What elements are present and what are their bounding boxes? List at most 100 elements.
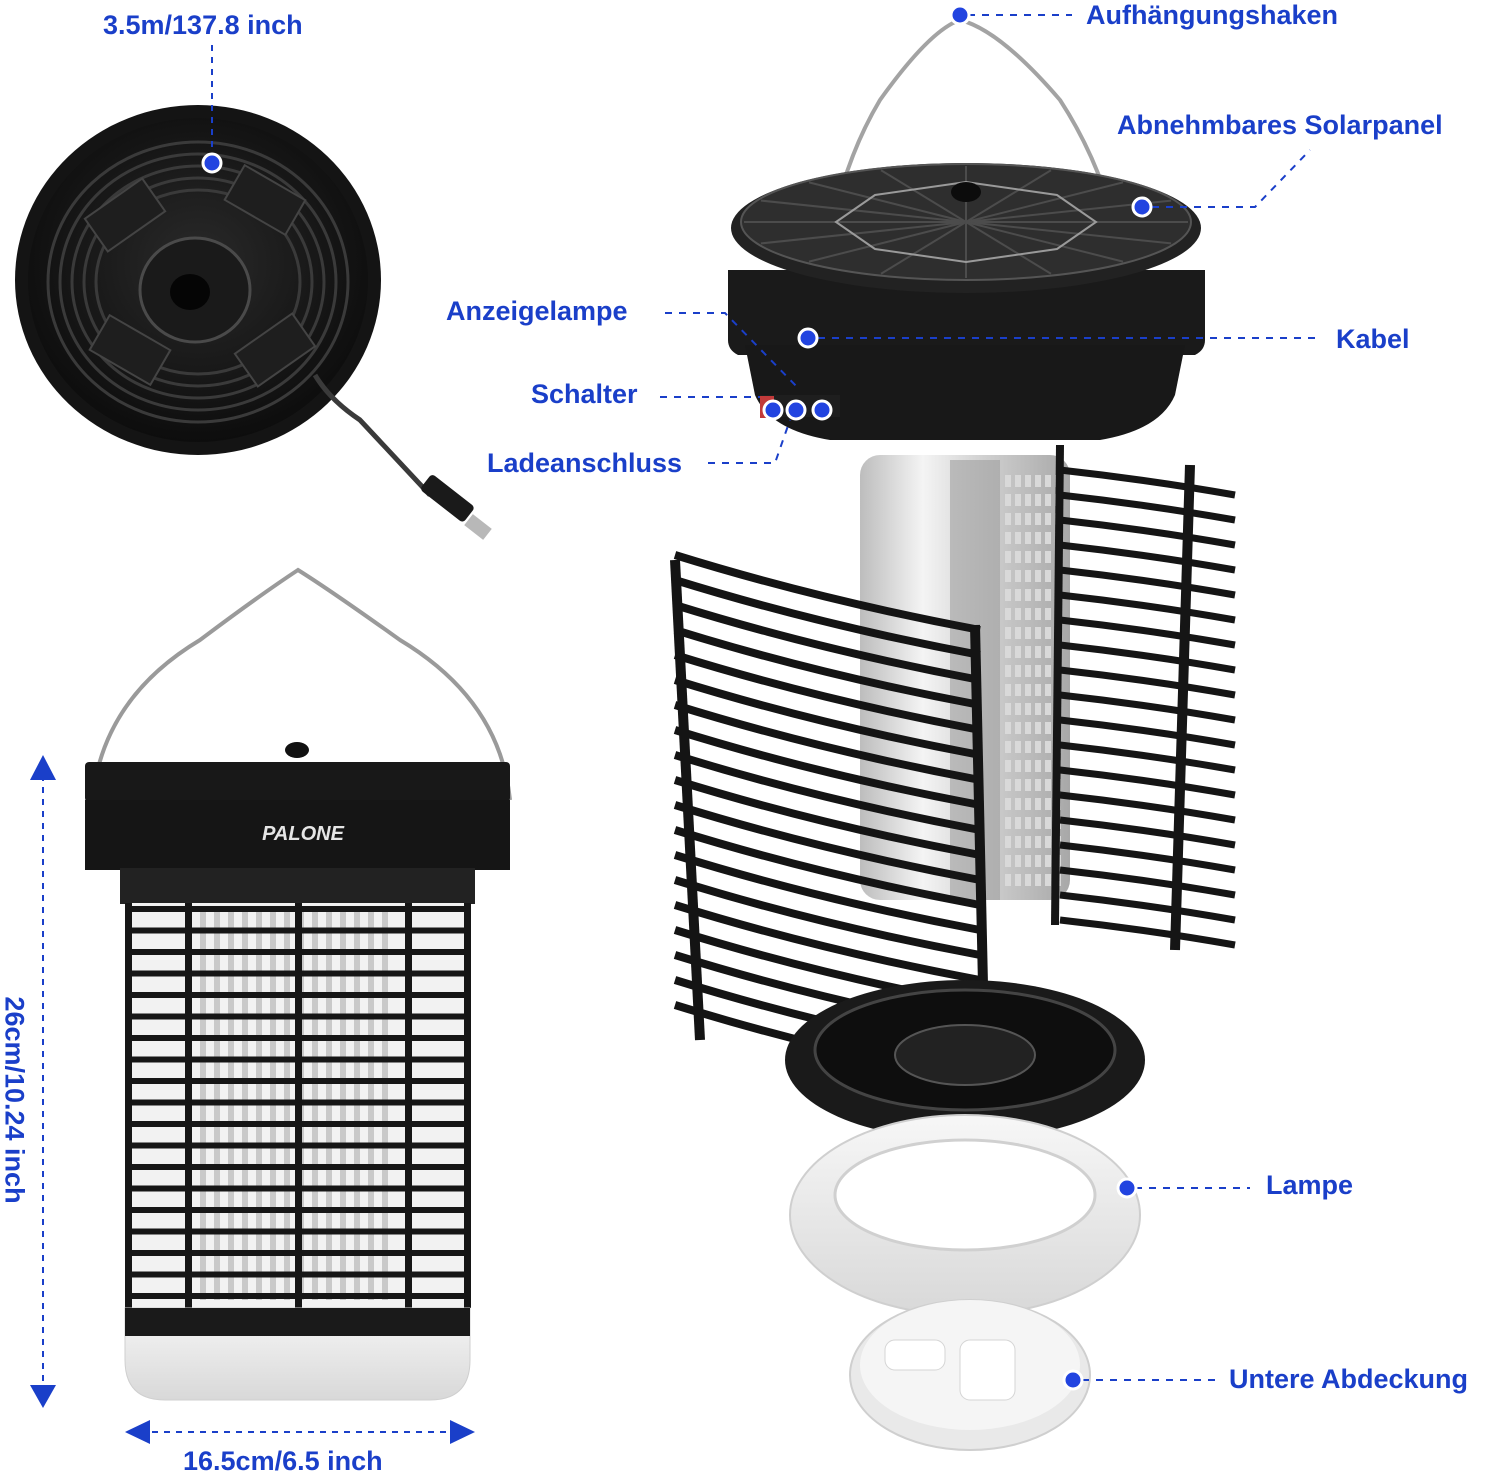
tube-slot <box>1005 494 1011 506</box>
tube-slot <box>1015 817 1021 829</box>
tube-slot <box>1045 608 1051 620</box>
tube-slot <box>1035 760 1041 772</box>
cage-back-bar <box>1059 766 1236 799</box>
tube-slot <box>1025 551 1031 563</box>
tube-slot <box>1005 741 1011 753</box>
tube-slot <box>1015 703 1021 715</box>
cage-back-bar <box>1059 816 1236 849</box>
tube-slot <box>1005 475 1011 487</box>
switch-label: Schalter <box>531 379 638 409</box>
solar-cell-line <box>760 221 967 245</box>
cage-back-bar <box>1059 916 1236 949</box>
tube-slot <box>1015 855 1021 867</box>
switch-marker <box>762 399 784 421</box>
tube-slot <box>1035 608 1041 620</box>
tube-slot <box>1025 475 1031 487</box>
cage-back-bar <box>1059 641 1236 674</box>
brand-logo: PALONE <box>262 823 345 845</box>
tube-slot <box>1035 817 1041 829</box>
tube-slot <box>1005 874 1011 886</box>
cage-back-bar <box>1059 891 1236 924</box>
cage-back-bar <box>1059 591 1236 624</box>
solar-cell-line <box>965 221 1124 263</box>
lamp-label: Lampe <box>1266 1170 1354 1200</box>
tube-slot <box>1025 741 1031 753</box>
cage-back-bar <box>1059 741 1236 774</box>
tube-slot <box>1045 646 1051 658</box>
cage-back-bar <box>1059 791 1236 824</box>
tube-slot <box>1025 760 1031 772</box>
tube-slot <box>1045 722 1051 734</box>
tube-slot <box>1045 627 1051 639</box>
tube-slot <box>1045 836 1051 848</box>
tube-slot <box>1005 703 1011 715</box>
tube-slot <box>1005 608 1011 620</box>
cage-front-bar <box>673 876 981 959</box>
tube-slot <box>1015 475 1021 487</box>
cage-front-bar <box>673 751 981 834</box>
tube-slot <box>1035 741 1041 753</box>
tube-slot <box>1025 532 1031 544</box>
tube-slot <box>1045 665 1051 677</box>
solar-underside-view <box>15 45 492 540</box>
tube-slot <box>1045 551 1051 563</box>
tube-slot <box>1005 836 1011 848</box>
cage-back-bar <box>1059 491 1236 524</box>
tube-slot <box>1015 722 1021 734</box>
cage-front-bar <box>673 551 981 634</box>
cage-front-bar <box>673 651 981 734</box>
tube-slot <box>1025 646 1031 658</box>
hook-marker <box>949 4 971 26</box>
tube-slot <box>1045 703 1051 715</box>
tube-slot <box>1025 722 1031 734</box>
tube-slot <box>1045 570 1051 582</box>
tube-slot <box>1015 779 1021 791</box>
lantern-grid-post <box>125 903 132 1308</box>
cable-label: Kabel <box>1336 324 1410 354</box>
solar-cell-line <box>965 221 1052 275</box>
indicator-label: Anzeigelampe <box>446 296 628 326</box>
tube-slot <box>1005 779 1011 791</box>
tube-slot <box>1025 494 1031 506</box>
indicator-marker <box>811 399 833 421</box>
lamp-ring <box>789 1114 1141 1316</box>
tube-slot <box>1015 760 1021 772</box>
tube-slot <box>1045 855 1051 867</box>
tube-slot <box>1045 779 1051 791</box>
tube-slot <box>1025 855 1031 867</box>
tube-slot <box>1035 836 1041 848</box>
solar-panel-marker <box>1131 196 1153 218</box>
tube-slot <box>1045 684 1051 696</box>
tube-slot <box>1005 855 1011 867</box>
tube-slot <box>1045 532 1051 544</box>
tube-slot <box>1035 874 1041 886</box>
tube-slot <box>1035 494 1041 506</box>
tube-slot <box>1035 475 1041 487</box>
leader-lines <box>660 14 1320 1381</box>
solar-cell-line <box>965 221 1172 245</box>
tube-slot <box>1025 836 1031 848</box>
cage-back-bar <box>1059 691 1236 724</box>
solar-cell-line <box>808 221 967 263</box>
tube-slot <box>1025 608 1031 620</box>
solar-cell-line <box>808 181 967 223</box>
solar-cell-line <box>880 221 967 275</box>
tube-slot <box>1015 684 1021 696</box>
solar-panel <box>728 163 1205 440</box>
cage-front-bar <box>673 676 981 759</box>
tube-slot <box>1025 589 1031 601</box>
lamp-marker <box>1116 1177 1138 1199</box>
hook-label: Aufhängungshaken <box>1086 0 1339 30</box>
cable-length-label: 3.5m/137.8 inch <box>103 10 303 40</box>
tube-slot <box>1045 817 1051 829</box>
solar-cell-line <box>760 199 967 223</box>
tube-slot <box>1015 627 1021 639</box>
cable-marker <box>797 327 819 349</box>
tube-slot <box>1035 532 1041 544</box>
tube-slot <box>1015 494 1021 506</box>
base-ring <box>785 980 1145 1140</box>
tube-slot <box>1035 589 1041 601</box>
tube-slot <box>1005 817 1011 829</box>
width-label: 16.5cm/6.5 inch <box>183 1446 383 1476</box>
